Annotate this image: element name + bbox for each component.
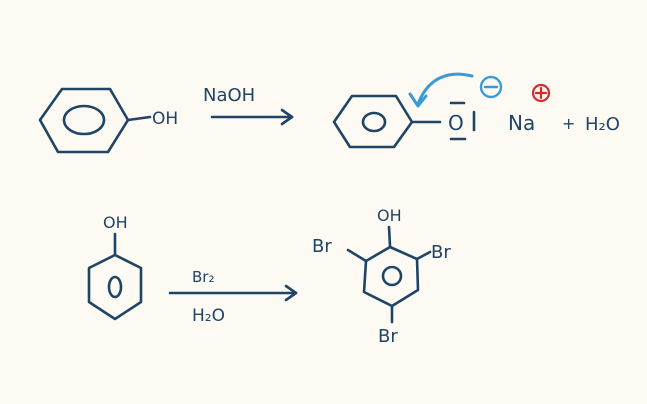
c-br-bond-left xyxy=(346,248,368,263)
c-br-bond-right xyxy=(415,250,432,261)
tribromophenol-benzene-ring xyxy=(346,225,432,324)
benzene-hexagon xyxy=(332,94,414,149)
negative-charge-icon xyxy=(479,75,503,99)
phenol-benzene-ring-1 xyxy=(38,87,152,154)
positive-charge-icon xyxy=(531,83,551,103)
aromatic-circle xyxy=(381,265,403,287)
bromine-left-label: Br xyxy=(312,236,332,257)
water-byproduct-label: H₂O xyxy=(585,114,620,135)
aromatic-circle xyxy=(361,111,387,133)
reaction-1: OH NaOH O Na xyxy=(38,72,620,154)
bromine-bottom-label: Br xyxy=(378,326,398,347)
phenoxide-oxygen: O xyxy=(448,101,476,141)
phenol-oh-label: OH xyxy=(103,213,128,232)
benzene-hexagon xyxy=(87,253,143,321)
phenol-oh-label: OH xyxy=(152,109,178,129)
benzene-hexagon xyxy=(362,245,420,308)
naoh-reagent-label: NaOH xyxy=(203,85,255,106)
phenoxide-benzene-ring xyxy=(332,94,442,149)
bromine-right-label: Br xyxy=(431,242,451,263)
oxygen-label: O xyxy=(448,111,464,135)
phenol-benzene-ring-2 xyxy=(87,232,143,321)
aromatic-circle xyxy=(107,275,123,299)
plus-sign: + xyxy=(562,114,575,133)
water-solvent-label: H₂O xyxy=(192,306,225,326)
c-o-bond xyxy=(387,225,392,248)
aromatic-circle xyxy=(62,104,106,136)
sodium-cation-label: Na xyxy=(508,111,535,135)
bromine-reagent-label: Br₂ xyxy=(192,268,214,286)
benzene-hexagon xyxy=(38,87,130,154)
reaction-arrow-1 xyxy=(210,108,294,126)
reaction-2: OH Br₂ H₂O OH Br Br Br xyxy=(87,206,451,347)
c-o-bond xyxy=(126,115,152,122)
curved-electron-arrow-icon xyxy=(408,72,474,108)
product-oh-label: OH xyxy=(377,206,402,225)
reaction-arrow-2 xyxy=(168,284,298,302)
